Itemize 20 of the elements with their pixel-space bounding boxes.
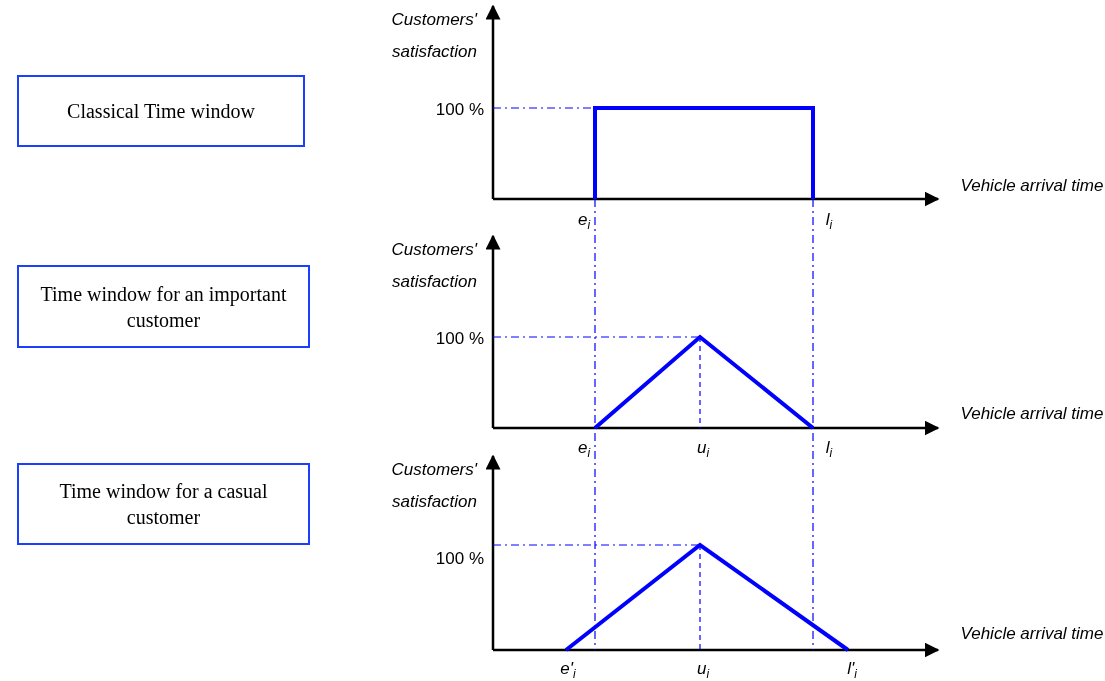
tick-label: l$_{i}$ <box>824 209 834 234</box>
tick-label: 100 % <box>434 328 484 350</box>
label-box: Time window for a casual customer <box>17 463 310 545</box>
tick-label: u$_{i}$ <box>695 437 711 462</box>
tick-label: l$_{i}$ <box>824 437 834 462</box>
axis-title: Customers' satisfaction <box>390 9 477 63</box>
tick-label: e$_{i}$ <box>576 437 592 462</box>
axis-title: Vehicle arrival time <box>959 403 1105 425</box>
label-box: Classical Time window <box>17 75 305 147</box>
axis-title: Customers' satisfaction <box>390 459 477 513</box>
tick-label: e$_{i}$ <box>576 209 592 234</box>
tick-label: u$_{i}$ <box>695 658 711 681</box>
axis-title: Vehicle arrival time <box>959 623 1105 645</box>
tick-label: e'$_{i}$ <box>559 658 577 681</box>
label-box: Time window for an important customer <box>17 265 310 348</box>
tick-label: l'$_{i}$ <box>846 658 858 681</box>
axis-title: Customers' satisfaction <box>390 239 477 293</box>
axis-title: Vehicle arrival time <box>959 175 1105 197</box>
tick-label: 100 % <box>434 99 484 121</box>
tick-label: 100 % <box>434 548 484 570</box>
